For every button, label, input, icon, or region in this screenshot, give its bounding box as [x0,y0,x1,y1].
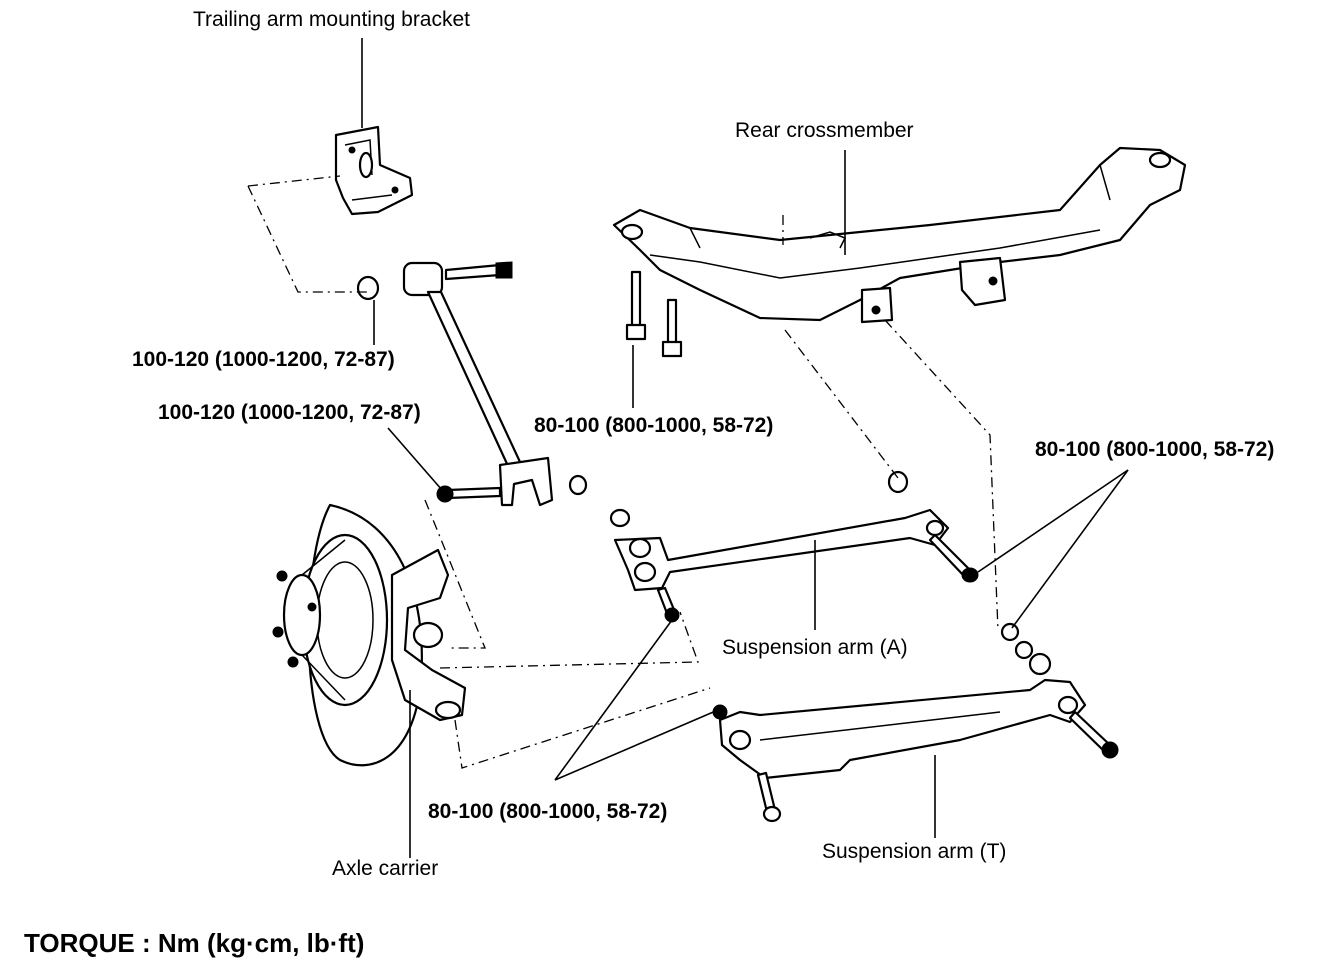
torque-crossmember-bolts-label: 80-100 (800-1000, 58-72) [534,414,774,437]
axle-carrier-label: Axle carrier [332,857,439,880]
torque-units-caption: TORQUE : Nm (kg·cm, lb·ft) [24,928,365,958]
torque-arm-inner-label: 80-100 (800-1000, 58-72) [1035,438,1275,461]
suspension-arm-a [609,470,979,623]
leader-lines [361,38,1129,858]
assembly-guide-lines [247,175,999,769]
suspension-arm-a-label: Suspension arm (A) [722,636,908,659]
rear-crossmember [612,146,1187,358]
suspension-arm-t-label: Suspension arm (T) [822,840,1007,863]
suspension-arm-t [712,622,1119,823]
axle-carrier-assembly [272,503,467,767]
torque-lower-bushing-label: 100-120 (1000-1200, 72-87) [158,401,421,424]
trailing-arm-mounting-bracket [334,125,414,216]
trailing-arm [356,261,588,507]
rear-crossmember-label: Rear crossmember [735,119,914,142]
torque-upper-bushing-label: 100-120 (1000-1200, 72-87) [132,348,395,371]
torque-carrier-label: 80-100 (800-1000, 58-72) [428,800,668,823]
trailing-arm-bracket-label: Trailing arm mounting bracket [193,8,470,31]
